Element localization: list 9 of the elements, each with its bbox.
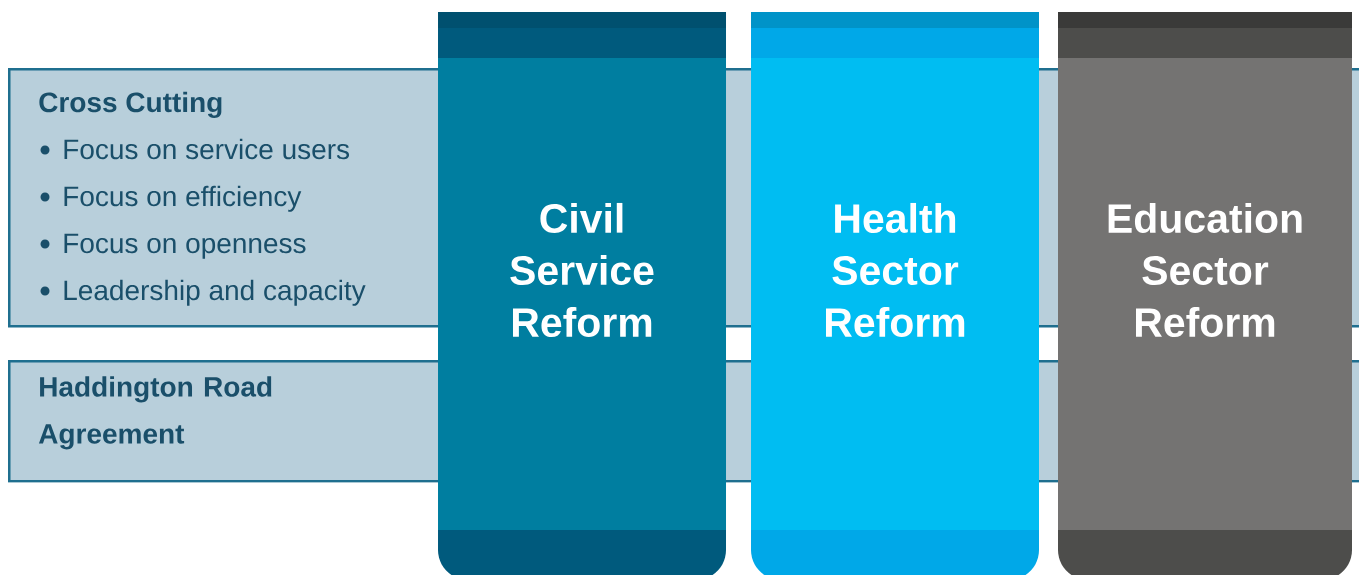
bullet-item: Focus on efficiency xyxy=(40,185,302,212)
bullet-item: Focus on service users xyxy=(40,138,350,160)
bullet-item: Focus on openness xyxy=(40,233,306,259)
pillar-column: Civil Service Reform xyxy=(438,12,726,575)
pillar-column: Health Sector Reform xyxy=(751,12,1039,575)
pillar-column: Education Sector Reform xyxy=(1058,12,1352,575)
band-heading: Cross Cutting xyxy=(39,91,222,118)
bullet-item: Leadership and capacity xyxy=(40,279,366,306)
band-title: Haddington Road Agreement xyxy=(38,376,272,450)
